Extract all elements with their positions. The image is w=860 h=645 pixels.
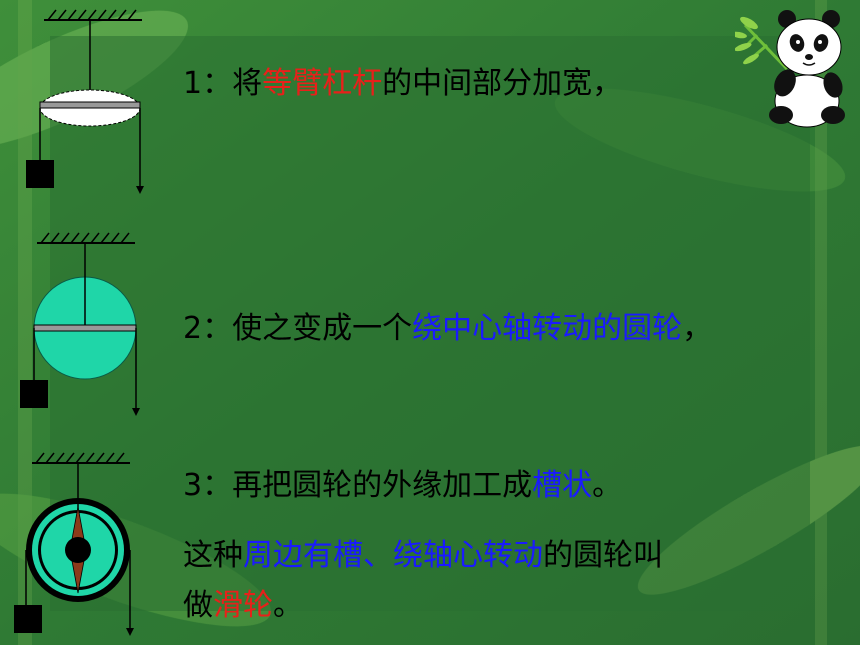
lever-plank-diagram (26, 9, 144, 194)
text-line-3: 3：再把圆轮的外缘加工成槽状。 (183, 460, 622, 504)
panda-icon (735, 10, 845, 128)
text-segment: 。 (273, 588, 303, 623)
text-line-4: 这种周边有槽、绕轴心转动的圆轮叫 (183, 530, 663, 574)
text-line-2: 2：使之变成一个绕中心轴转动的圆轮， (183, 303, 712, 347)
text-segment: 做 (183, 588, 213, 623)
text-segment: 3：再把圆轮的外缘加工成 (183, 468, 533, 503)
text-segment: 滑轮 (213, 588, 273, 623)
text-segment: 1：将 (183, 66, 263, 101)
text-segment: 的圆轮叫 (543, 538, 663, 573)
text-segment: 周边有槽、绕轴心转动 (243, 538, 543, 573)
text-segment: 等臂杠杆 (262, 66, 383, 101)
text-segment: 。 (592, 468, 623, 503)
text-segment: 槽状 (532, 468, 593, 503)
text-segment: ， (682, 311, 713, 346)
text-segment: 绕中心轴转动的圆轮 (412, 311, 683, 346)
disk-wheel-diagram (20, 232, 140, 416)
text-segment: 这种 (183, 538, 243, 573)
text-segment: 2：使之变成一个 (183, 311, 413, 346)
text-line-5: 做滑轮。 (183, 580, 303, 624)
text-line-1: 1：将等臂杠杆的中间部分加宽， (183, 58, 622, 102)
grooved-pulley-diagram (14, 452, 134, 636)
text-segment: 的中间部分加宽， (382, 66, 623, 101)
